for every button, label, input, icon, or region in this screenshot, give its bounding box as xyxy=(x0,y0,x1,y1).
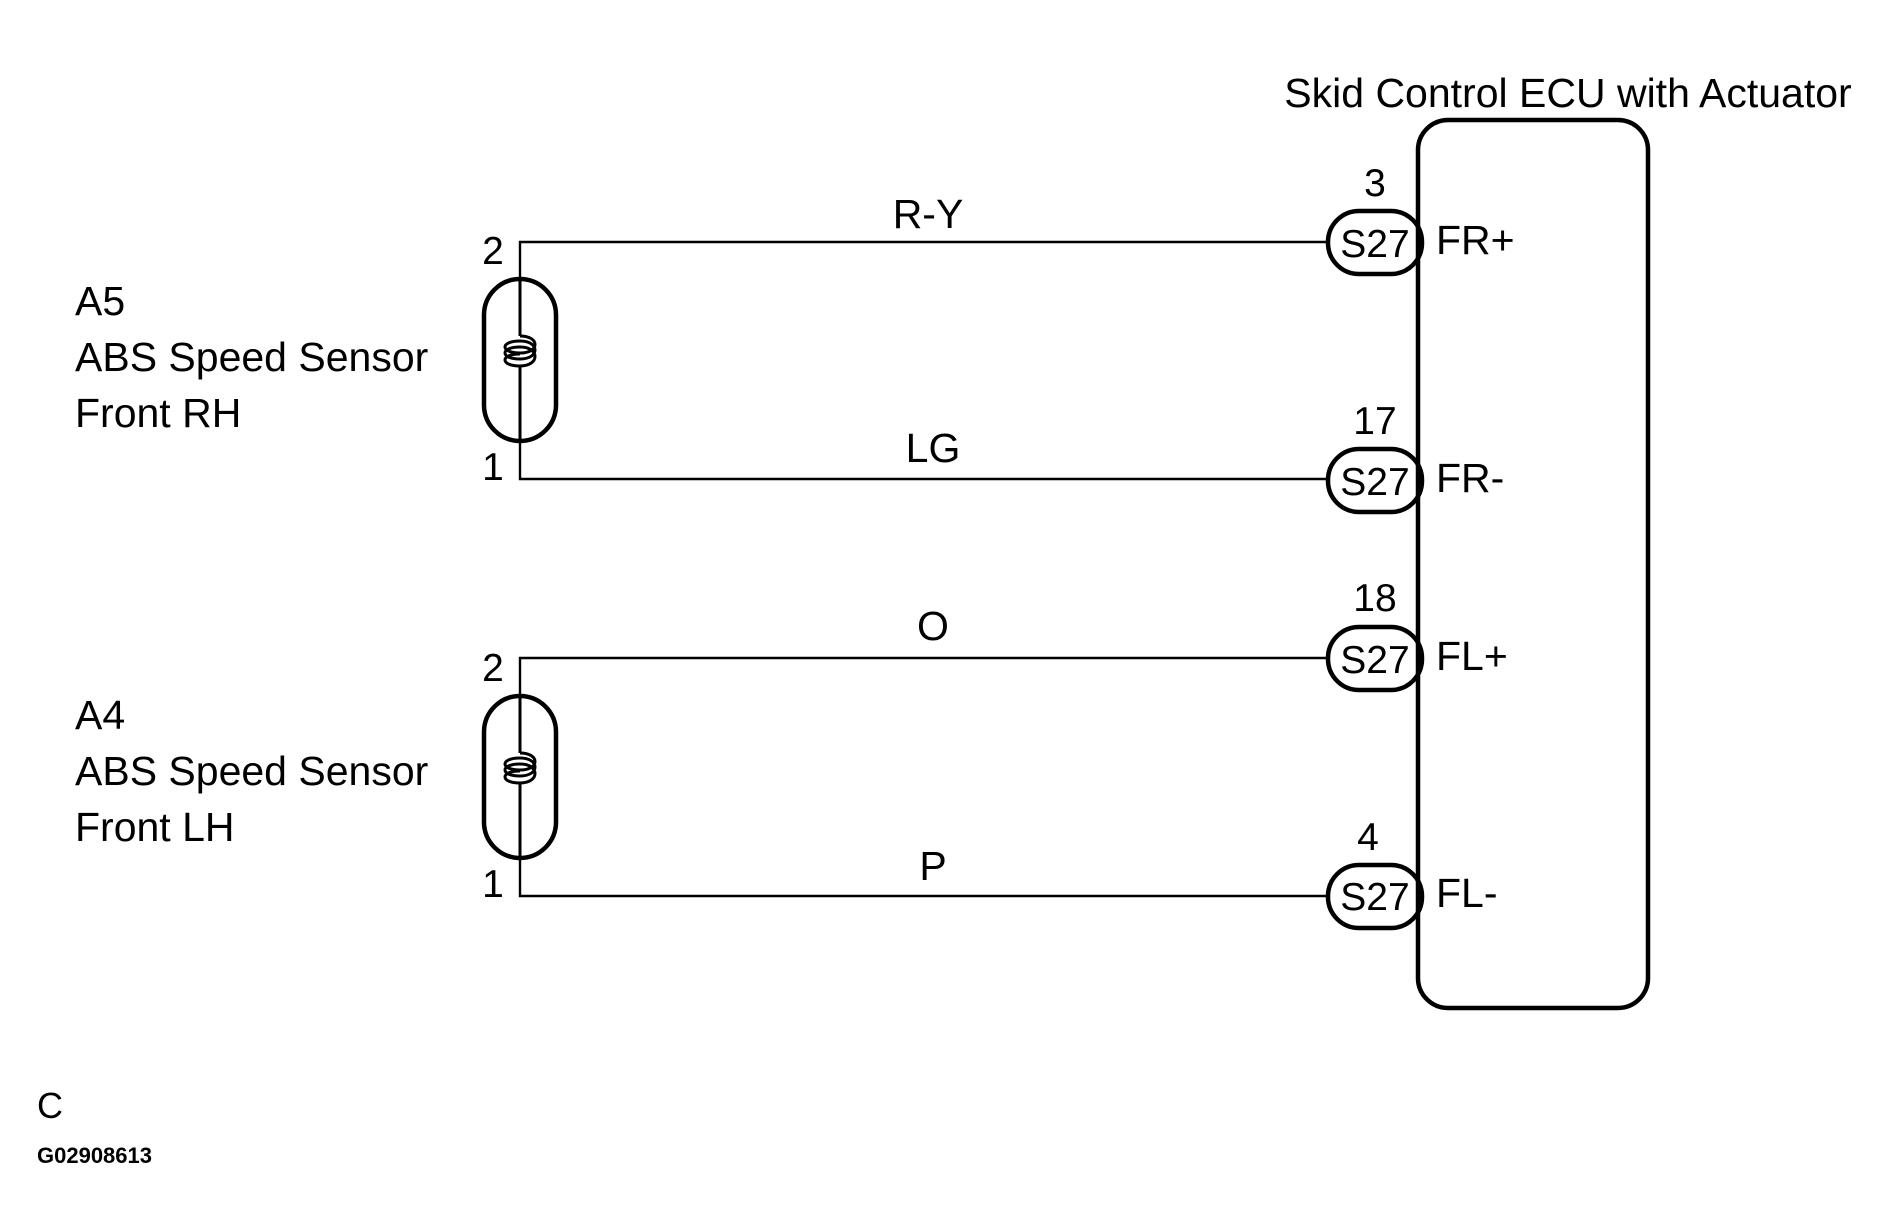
connector-oval xyxy=(1325,624,1425,693)
wire-color-label: R-Y xyxy=(893,191,964,237)
ecu-terminal-label: FL+ xyxy=(1436,633,1508,679)
ecu-terminal-label: FR+ xyxy=(1436,217,1515,263)
sensor-a5-coil-icon xyxy=(503,279,537,441)
sensor-a5-id: A5 xyxy=(75,278,125,324)
ecu-pin-number: 3 xyxy=(1364,162,1386,205)
footer-letter: C xyxy=(37,1085,63,1126)
wire-color-label: P xyxy=(919,843,946,889)
sensor-a4: A4 ABS Speed Sensor Front LH 2 1 xyxy=(75,647,559,906)
sensor-a4-pin-top: 2 xyxy=(482,647,504,690)
ecu-title: Skid Control ECU with Actuator xyxy=(1284,70,1851,116)
wire-fr-minus: LG 17 S27 FR- xyxy=(518,400,1504,515)
sensor-a5-side: Front RH xyxy=(75,390,241,436)
sensor-a5-pin-bottom: 1 xyxy=(482,446,504,489)
wire-color-label: LG xyxy=(906,425,961,471)
sensor-a5: A5 ABS Speed Sensor Front RH 2 1 xyxy=(75,230,559,489)
footer: C G02908613 xyxy=(37,1085,152,1168)
connector-code: S27 xyxy=(1340,876,1409,919)
sensor-a4-pin-bottom: 1 xyxy=(482,863,504,906)
connector-oval xyxy=(1325,446,1425,515)
ecu-block: Skid Control ECU with Actuator xyxy=(1284,70,1852,1011)
wire-fl-plus: O 18 S27 FL+ xyxy=(518,577,1508,696)
ecu-terminal-label: FL- xyxy=(1436,870,1498,916)
ecu-terminal-label: FR- xyxy=(1436,455,1504,501)
sensor-a4-coil-icon xyxy=(503,696,537,858)
ecu-pin-number: 18 xyxy=(1353,577,1396,620)
ecu-pin-number: 4 xyxy=(1357,816,1379,859)
connector-oval xyxy=(1325,208,1425,277)
connector-code: S27 xyxy=(1340,223,1409,266)
figure-code: G02908613 xyxy=(37,1143,152,1168)
wire-fr-plus: R-Y 3 S27 FR+ xyxy=(518,162,1515,279)
wire-fl-minus: P 4 S27 FL- xyxy=(518,816,1498,931)
connector-code: S27 xyxy=(1340,461,1409,504)
connector-code: S27 xyxy=(1340,639,1409,682)
sensor-a5-name: ABS Speed Sensor xyxy=(75,334,428,380)
wire-color-label: O xyxy=(917,603,949,649)
ecu-box xyxy=(1415,117,1651,1011)
sensor-a5-pin-top: 2 xyxy=(482,230,504,273)
ecu-pin-number: 17 xyxy=(1353,400,1396,443)
sensor-a4-name: ABS Speed Sensor xyxy=(75,748,428,794)
sensor-a4-side: Front LH xyxy=(75,804,235,850)
connector-oval xyxy=(1325,862,1425,931)
sensor-a4-id: A4 xyxy=(75,692,125,738)
